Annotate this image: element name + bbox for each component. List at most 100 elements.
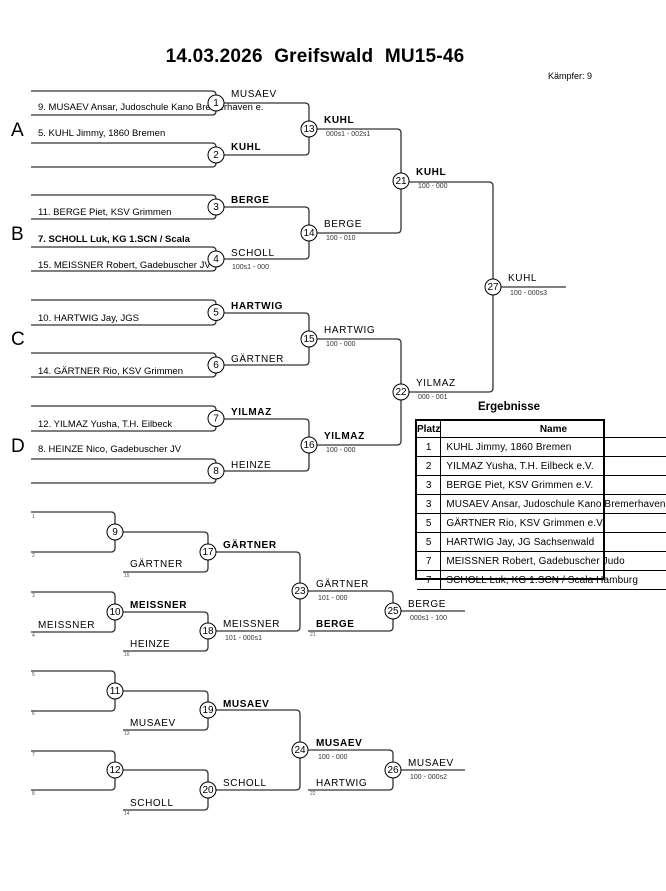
page-title: 14.03.2026 Greifswald MU15-46 bbox=[165, 46, 465, 67]
pool-label-a: A bbox=[11, 120, 24, 141]
match-circle-shape bbox=[300, 436, 318, 454]
bracket-labels: 9. MUSAEV Ansar, Judoschule Kano Bremerh… bbox=[11, 89, 547, 817]
entry-label: 15. MEISSNER Robert, Gadebuscher JV bbox=[38, 260, 211, 271]
slot-label: 5 bbox=[32, 672, 35, 678]
entry-label: 7. SCHOLL Luk, KG 1.SCN / Scala bbox=[38, 234, 191, 245]
result-place: 7 bbox=[417, 570, 442, 590]
match-22-winner: YILMAZ bbox=[416, 378, 456, 389]
rep-25-winner: BERGE bbox=[408, 599, 446, 610]
match-number: 17 bbox=[202, 547, 214, 558]
rep-25-drop: BERGE bbox=[316, 619, 355, 630]
match-number: 1 bbox=[213, 98, 219, 109]
match-number: 8 bbox=[213, 466, 219, 477]
entry-label: 12. YILMAZ Yusha, T.H. Eilbeck bbox=[38, 419, 172, 430]
match-number: 6 bbox=[213, 360, 219, 371]
match-circle-shape bbox=[106, 603, 124, 621]
match-circle-shape bbox=[207, 462, 225, 480]
slot-label: 1 bbox=[32, 514, 35, 520]
match-circle-26: 26 bbox=[384, 761, 402, 779]
match-circle-10: 10 bbox=[106, 603, 124, 621]
match-circle-27: 27 bbox=[484, 278, 502, 296]
match-circle-12: 12 bbox=[106, 761, 124, 779]
results-header-row: Platz Name bbox=[417, 421, 666, 438]
result-name: YILMAZ Yusha, T.H. Eilbeck e.V. bbox=[440, 456, 666, 476]
slot-label: 6 bbox=[32, 711, 35, 717]
match-number: 15 bbox=[303, 334, 315, 345]
final-bracket-27 bbox=[409, 181, 494, 393]
match-circle-shape bbox=[291, 741, 309, 759]
match-circle-5: 5 bbox=[207, 304, 225, 321]
rep-23-winner: GÄRTNER bbox=[316, 578, 369, 590]
match-15-winner: HARTWIG bbox=[324, 325, 375, 336]
match-circle-11: 11 bbox=[106, 682, 124, 700]
match-circle-24: 24 bbox=[291, 741, 309, 759]
rep-25-ref: 21 bbox=[310, 632, 316, 638]
match-14-winner: BERGE bbox=[324, 219, 362, 230]
match-13-score: 000s1 - 002s1 bbox=[326, 131, 370, 138]
round1-bracket-2 bbox=[31, 142, 217, 168]
rep-20-winner: SCHOLL bbox=[223, 778, 267, 789]
match-number: 23 bbox=[294, 586, 306, 597]
match-circle-9: 9 bbox=[106, 523, 124, 541]
match-circle-14: 14 bbox=[300, 224, 318, 242]
match-circle-shape bbox=[207, 146, 225, 164]
slot-label: 4 bbox=[32, 633, 35, 639]
round1-bracket-8 bbox=[31, 458, 217, 484]
match-circle-shape bbox=[392, 172, 410, 190]
result-place: 2 bbox=[417, 456, 442, 476]
result-place: 7 bbox=[417, 551, 442, 571]
match-circle-shape bbox=[207, 250, 225, 268]
match-6-winner: GÄRTNER bbox=[231, 353, 284, 365]
match-21-winner: KUHL bbox=[416, 167, 446, 178]
match-number: 21 bbox=[395, 176, 407, 187]
match-circle-shape bbox=[291, 582, 309, 600]
match-circle-shape bbox=[106, 761, 124, 779]
match-circle-25: 25 bbox=[384, 602, 402, 620]
match-27-winner: KUHL bbox=[508, 273, 537, 284]
match-circle-shape bbox=[207, 356, 225, 374]
rep-entry-meissner: MEISSNER bbox=[38, 620, 95, 631]
rep-24-score: 100 - 000 bbox=[318, 754, 348, 761]
result-name: MUSAEV Ansar, Judoschule Kano Bremerhave… bbox=[440, 494, 666, 514]
rep-19-ref: 13 bbox=[124, 731, 130, 737]
match-number: 7 bbox=[213, 414, 219, 425]
match-number: 25 bbox=[387, 606, 399, 617]
match-15-score: 100 - 000 bbox=[326, 341, 356, 348]
match-number: 20 bbox=[202, 785, 214, 796]
match-27-score: 100 - 000s3 bbox=[510, 290, 547, 297]
match-circle-20: 20 bbox=[199, 781, 217, 799]
rep-18-winner: MEISSNER bbox=[223, 619, 280, 630]
match-circle-18: 18 bbox=[199, 622, 217, 640]
match-circle-shape bbox=[207, 94, 225, 112]
match-circle-4: 4 bbox=[207, 250, 225, 268]
result-place: 3 bbox=[417, 494, 442, 514]
rep-18-drop: HEINZE bbox=[130, 639, 170, 650]
match-number: 18 bbox=[202, 626, 214, 637]
header-place: Platz bbox=[417, 421, 442, 438]
result-name: SCHOLL Luk, KG 1.SCN / Scala Hamburg bbox=[440, 570, 666, 590]
match-circle-3: 3 bbox=[207, 198, 225, 216]
rep-bracket-11 bbox=[31, 670, 116, 712]
match-circle-shape bbox=[199, 701, 217, 719]
match-16-winner: YILMAZ bbox=[324, 431, 365, 442]
result-place: 3 bbox=[417, 475, 442, 495]
match-number: 19 bbox=[202, 705, 214, 716]
match-number: 22 bbox=[395, 387, 407, 398]
match-number: 9 bbox=[112, 527, 118, 538]
entry-label: 5. KUHL Jimmy, 1860 Bremen bbox=[38, 128, 165, 139]
slot-label: 2 bbox=[32, 553, 35, 559]
match-circle-shape bbox=[207, 410, 225, 427]
pool-label-b: B bbox=[11, 224, 24, 245]
slot-label: 8 bbox=[32, 791, 35, 797]
match-circle-shape bbox=[300, 224, 318, 242]
match-number: 2 bbox=[213, 150, 219, 161]
rep-26-winner: MUSAEV bbox=[408, 758, 454, 769]
pool-label-d: D bbox=[11, 436, 25, 457]
rep-18-ref: 16 bbox=[124, 652, 130, 658]
